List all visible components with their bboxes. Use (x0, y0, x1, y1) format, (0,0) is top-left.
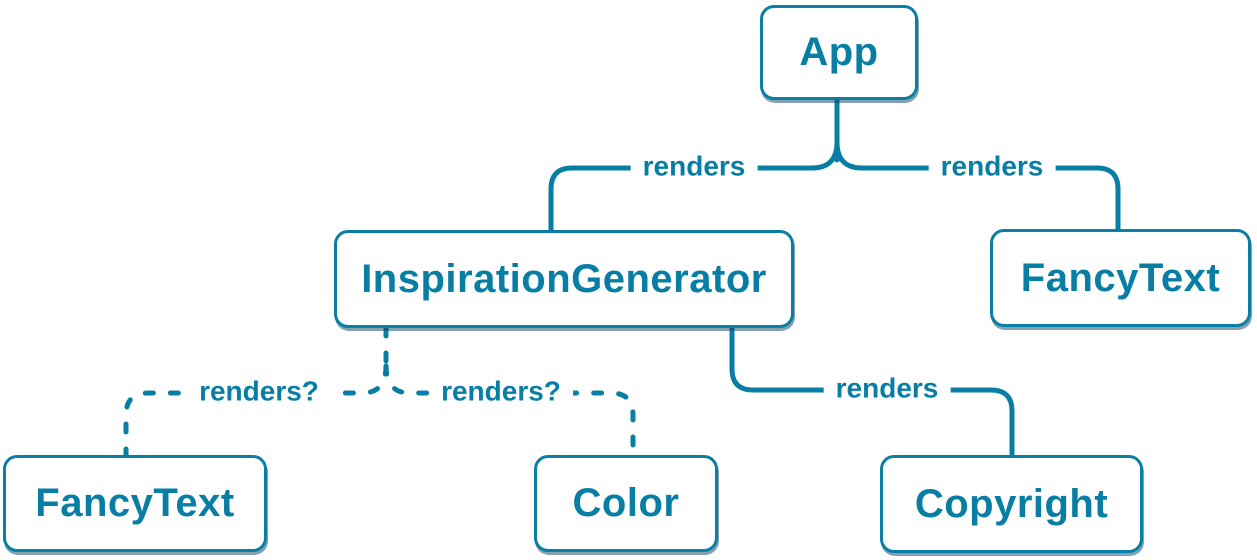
node-inspiration-generator: InspirationGenerator (334, 230, 794, 328)
node-copyright-label: Copyright (914, 481, 1109, 526)
edge-label-app-inspirationgenerator: renders (630, 150, 758, 183)
node-color: Color (534, 455, 718, 552)
edge-label-inspirationgenerator-color: renders? (429, 375, 573, 408)
node-fancy-text-top: FancyText (990, 229, 1251, 327)
node-app: App (760, 5, 918, 100)
node-fancy-text-bottom-label: FancyText (35, 481, 235, 525)
edge-label-app-fancytext: renders (928, 150, 1056, 183)
edge-label-inspirationgenerator-fancytext: renders? (187, 375, 331, 408)
node-inspiration-generator-label: InspirationGenerator (361, 256, 767, 301)
node-color-label: Color (572, 481, 680, 525)
node-fancy-text-top-label: FancyText (1020, 255, 1221, 300)
node-app-label: App (799, 30, 879, 74)
edge-app-inspirationgenerator-line (548, 139, 840, 233)
edge-label-inspirationgenerator-copyright: renders (823, 372, 951, 405)
node-fancy-text-bottom: FancyText (3, 455, 267, 552)
node-copyright: Copyright (880, 455, 1143, 553)
edge-app-fancytext-line (834, 139, 1121, 232)
edge-inspirationgenerator-fancytext-line (123, 363, 389, 458)
